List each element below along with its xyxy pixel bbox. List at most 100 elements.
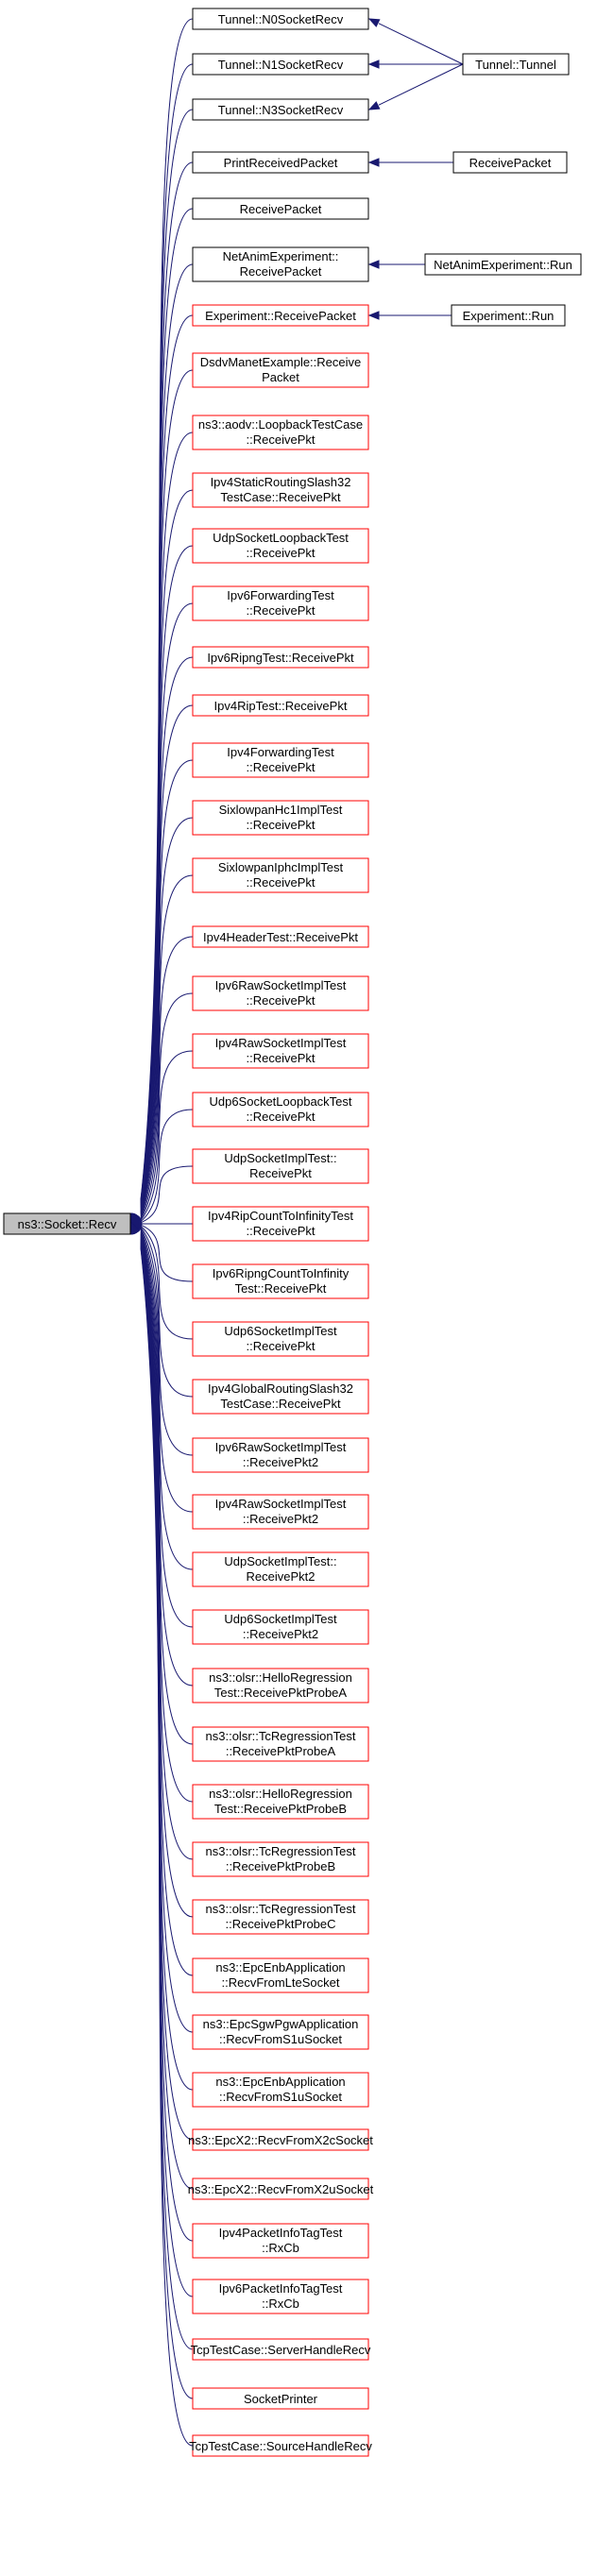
arrow-head: [367, 260, 380, 269]
edge-to-root: [129, 817, 194, 1225]
caller-node-ns3-epcenbapplication-recvfroms1usocket[interactable]: ns3::EpcEnbApplication::RecvFromS1uSocke…: [192, 2072, 369, 2108]
caller-node-udp6socketimpltest-receivepkt[interactable]: Udp6SocketImplTest::ReceivePkt: [192, 1321, 369, 1357]
caller-node-ipv4headertest-receivepkt[interactable]: Ipv4HeaderTest::ReceivePkt: [192, 925, 369, 948]
caller-node-ns3-olsr-tcregressiontest-receivepktprobeb[interactable]: ns3::olsr::TcRegressionTest::ReceivePktP…: [192, 1841, 369, 1877]
secondary-node-experiment-run[interactable]: Experiment::Run: [451, 304, 566, 327]
node-box: [192, 53, 369, 76]
arrow-head: [367, 158, 380, 167]
node-box: [192, 2128, 369, 2151]
secondary-node-receivepacket[interactable]: ReceivePacket: [452, 151, 568, 174]
caller-node-udp6socketimpltest-receivepkt2[interactable]: Udp6SocketImplTest::ReceivePkt2: [192, 1609, 369, 1645]
arrow-head: [367, 59, 380, 69]
node-box: [192, 304, 369, 327]
caller-node-dsdvmanetexample-receive-packet[interactable]: DsdvManetExample::ReceivePacket: [192, 352, 369, 388]
caller-node-ipv4rawsocketimpltest-receivepkt[interactable]: Ipv4RawSocketImplTest::ReceivePkt: [192, 1033, 369, 1069]
caller-node-tunnel-n1socketrecv[interactable]: Tunnel::N1SocketRecv: [192, 53, 369, 76]
edge-line: [140, 1226, 194, 1340]
caller-node-ipv6packetinfotagtest-rxcb[interactable]: Ipv6PacketInfoTagTest::RxCb: [192, 2279, 369, 2314]
caller-node-tunnel-n0socketrecv[interactable]: Tunnel::N0SocketRecv: [192, 8, 369, 30]
caller-node-tunnel-n3socketrecv[interactable]: Tunnel::N3SocketRecv: [192, 98, 369, 121]
caller-node-ns3-epcenbapplication-recvfromltesocket[interactable]: ns3::EpcEnbApplication::RecvFromLteSocke…: [192, 1957, 369, 1993]
node-label: SocketPrinter: [244, 2392, 318, 2406]
node-box: [192, 246, 369, 282]
node-box: [192, 2338, 369, 2361]
caller-node-netanimexperiment-receivepacket[interactable]: NetAnimExperiment::ReceivePacket: [192, 246, 369, 282]
caller-node-ns3-olsr-helloregression-test-receivepktprobea[interactable]: ns3::olsr::HelloRegressionTest::ReceiveP…: [192, 1668, 369, 1703]
node-label: ns3::EpcX2::RecvFromX2uSocket: [188, 2182, 374, 2196]
node-label: NetAnimExperiment::: [223, 249, 339, 263]
node-label: ns3::EpcEnbApplication: [215, 1960, 345, 1974]
edge-to-root: [129, 1220, 194, 1282]
edge-to-root: [129, 1223, 194, 1456]
node-box: [462, 53, 570, 76]
node-box: [192, 925, 369, 948]
node-label: Ipv4HeaderTest::ReceivePkt: [203, 930, 358, 944]
root-node-ns3-socket-recv[interactable]: ns3::Socket::Recv: [3, 1212, 131, 1235]
caller-node-udpsocketloopbacktest-receivepkt[interactable]: UdpSocketLoopbackTest::ReceivePkt: [192, 528, 369, 564]
node-box: [192, 2014, 369, 2050]
node-box: [192, 1957, 369, 1993]
node-box: [192, 1379, 369, 1415]
caller-node-tcptestcase-serverhandlerecv[interactable]: TcpTestCase::ServerHandleRecv: [191, 2338, 371, 2361]
caller-node-ipv4ripcounttoinfinitytest-receivepkt[interactable]: Ipv4RipCountToInfinityTest::ReceivePkt: [192, 1206, 369, 1242]
node-label: Experiment::ReceivePacket: [205, 309, 356, 323]
node-label: ns3::olsr::TcRegressionTest: [206, 1844, 356, 1858]
caller-node-ns3-olsr-tcregressiontest-receivepktprobec[interactable]: ns3::olsr::TcRegressionTest::ReceivePktP…: [192, 1899, 369, 1935]
node-label: ::ReceivePktProbeC: [225, 1917, 335, 1931]
node-label: SixlowpanHc1ImplTest: [219, 803, 343, 817]
edge-to-root: [130, 1223, 194, 1745]
caller-node-ipv4riptest-receivepkt[interactable]: Ipv4RipTest::ReceivePkt: [192, 694, 369, 717]
node-label: ::ReceivePkt: [247, 1051, 316, 1065]
caller-node-udp6socketloopbacktest-receivepkt[interactable]: Udp6SocketLoopbackTest::ReceivePkt: [192, 1092, 369, 1127]
caller-node-ns3-epcx2-recvfromx2csocket[interactable]: ns3::EpcX2::RecvFromX2cSocket: [188, 2128, 373, 2151]
node-label: ReceivePacket: [240, 264, 322, 279]
node-box: [192, 585, 369, 621]
caller-node-ipv4rawsocketimpltest-receivepkt2[interactable]: Ipv4RawSocketImplTest::ReceivePkt2: [192, 1494, 369, 1530]
caller-node-ipv6rawsocketimpltest-receivepkt2[interactable]: Ipv6RawSocketImplTest::ReceivePkt2: [192, 1437, 369, 1473]
caller-node-socketprinter[interactable]: SocketPrinter: [192, 2387, 369, 2410]
edge-line: [140, 1229, 194, 1513]
edge-line: [140, 1228, 194, 1456]
caller-node-udpsocketimpltest-receivepkt[interactable]: UdpSocketImplTest::ReceivePkt: [192, 1148, 369, 1184]
node-label: ::ReceivePktProbeB: [226, 1859, 335, 1873]
caller-node-ns3-olsr-helloregression-test-receivepktprobeb[interactable]: ns3::olsr::HelloRegressionTest::ReceiveP…: [192, 1784, 369, 1820]
node-label: ::RxCb: [262, 2241, 299, 2255]
node-box: [451, 304, 566, 327]
node-label: TestCase::ReceivePkt: [220, 490, 341, 504]
caller-node-ipv4staticroutingslash32-testcase-receivepkt[interactable]: Ipv4StaticRoutingSlash32TestCase::Receiv…: [192, 472, 369, 508]
caller-node-ipv4globalroutingslash32-testcase-receivepkt[interactable]: Ipv4GlobalRoutingSlash32TestCase::Receiv…: [192, 1379, 369, 1415]
caller-node-ipv4packetinfotagtest-rxcb[interactable]: Ipv4PacketInfoTagTest::RxCb: [192, 2223, 369, 2259]
node-label: ::RecvFromS1uSocket: [219, 2090, 342, 2104]
node-label: Ipv4StaticRoutingSlash32: [211, 475, 351, 489]
caller-node-ipv4forwardingtest-receivepkt[interactable]: Ipv4ForwardingTest::ReceivePkt: [192, 742, 369, 778]
secondary-node-tunnel-tunnel[interactable]: Tunnel::Tunnel: [462, 53, 570, 76]
caller-node-ns3-epcsgwpgwapplication-recvfroms1usocket[interactable]: ns3::EpcSgwPgwApplication::RecvFromS1uSo…: [192, 2014, 369, 2050]
caller-node-sixlowpaniphcimpltest-receivepkt[interactable]: SixlowpanIphcImplTest::ReceivePkt: [192, 857, 369, 893]
node-box: [192, 694, 369, 717]
caller-node-ipv6ripngtest-receivepkt[interactable]: Ipv6RipngTest::ReceivePkt: [192, 646, 369, 669]
node-box: [192, 2072, 369, 2108]
node-label: Ipv6RawSocketImplTest: [215, 1440, 347, 1454]
caller-node-ns3-aodv-loopbacktestcase-receivepkt[interactable]: ns3::aodv::LoopbackTestCase::ReceivePkt: [192, 415, 369, 450]
node-box: [192, 415, 369, 450]
caller-node-receivepacket[interactable]: ReceivePacket: [192, 197, 369, 220]
caller-node-ns3-olsr-tcregressiontest-receivepktprobea[interactable]: ns3::olsr::TcRegressionTest::ReceivePktP…: [192, 1726, 369, 1762]
edge-secondary: [367, 63, 464, 110]
caller-node-ns3-epcx2-recvfromx2usocket[interactable]: ns3::EpcX2::RecvFromX2uSocket: [188, 2178, 374, 2200]
secondary-node-netanimexperiment-run[interactable]: NetAnimExperiment::Run: [424, 253, 582, 276]
edge-line: [140, 18, 194, 1200]
node-label: ns3::olsr::HelloRegression: [209, 1670, 352, 1685]
node-label: Ipv4GlobalRoutingSlash32: [208, 1381, 353, 1396]
node-label: UdpSocketLoopbackTest: [213, 531, 349, 545]
caller-node-ipv6forwardingtest-receivepkt[interactable]: Ipv6ForwardingTest::ReceivePkt: [192, 585, 369, 621]
node-box: [192, 1263, 369, 1299]
caller-node-udpsocketimpltest-receivepkt2[interactable]: UdpSocketImplTest::ReceivePkt2: [192, 1551, 369, 1587]
node-label: Packet: [262, 370, 299, 384]
caller-node-tcptestcase-sourcehandlerecv[interactable]: TcpTestCase::SourceHandleRecv: [189, 2434, 372, 2457]
caller-node-sixlowpanhc1impltest-receivepkt[interactable]: SixlowpanHc1ImplTest::ReceivePkt: [192, 800, 369, 836]
caller-node-ipv6rawsocketimpltest-receivepkt[interactable]: Ipv6RawSocketImplTest::ReceivePkt: [192, 975, 369, 1011]
node-label: ::ReceivePkt: [247, 1110, 316, 1124]
caller-node-experiment-receivepacket[interactable]: Experiment::ReceivePacket: [192, 304, 369, 327]
caller-node-printreceivedpacket[interactable]: PrintReceivedPacket: [192, 151, 369, 174]
